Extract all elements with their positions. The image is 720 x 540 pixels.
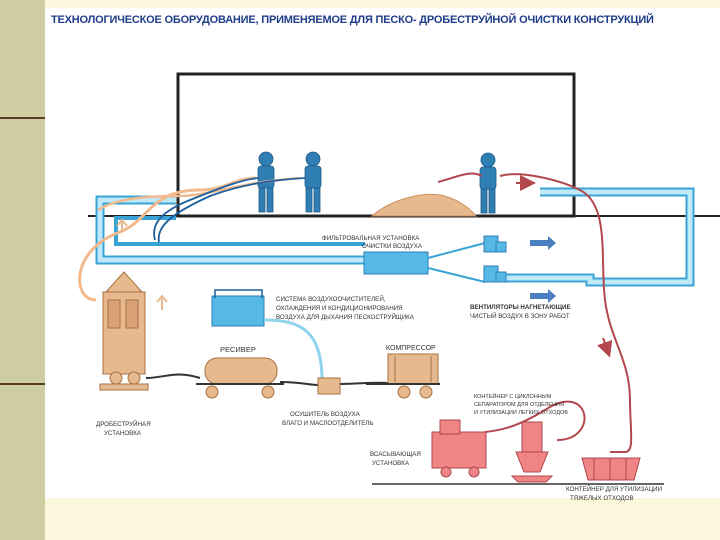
label-filter-1: ФИЛЬТРОВАЛЬНАЯ УСТАНОВКА <box>322 235 420 242</box>
waste-flow-arrow-down <box>597 337 613 358</box>
blast-unit <box>99 271 149 391</box>
slide-left-bar <box>0 0 45 540</box>
work-chamber <box>176 72 576 218</box>
page-title: ТЕХНОЛОГИЧЕСКОЕ ОБОРУДОВАНИЕ, ПРИМЕНЯЕМО… <box>51 14 654 26</box>
label-dryer-2: ВЛАГО И МАСЛООТДЕЛИТЕЛЬ <box>282 420 373 427</box>
label-cyclone-1: КОНТЕЙНЕР С ЦИКЛОННЫМ <box>474 392 552 400</box>
air-dryer <box>317 377 341 395</box>
compressor <box>366 353 440 399</box>
diagram-labels: ФИЛЬТРОВАЛЬНАЯ УСТАНОВКА ОЧИСТКИ ВОЗДУХА… <box>96 235 662 502</box>
ventilation-duct-loop <box>95 187 695 287</box>
label-air-system-1: СИСТЕМА ВОЗДУХООЧИСТИТЕЛЕЙ, <box>276 295 386 303</box>
label-receiver: РЕСИВЕР <box>220 345 256 354</box>
label-fans-2: ЧИСТЫЙ ВОЗДУХ В ЗОНУ РАБОТ <box>470 312 570 320</box>
label-suction-1: ВСАСЫВАЮЩАЯ <box>370 451 421 458</box>
label-blast-2: УСТАНОВКА <box>104 430 142 437</box>
label-air-system-2: ОХЛАЖДЕНИЯ И КОНДИЦИОНИРОВАНИЯ <box>276 305 403 312</box>
heavy-waste-container <box>581 457 641 481</box>
compressed-air-arrows <box>116 218 168 310</box>
label-cyclone-3: И УТИЛИЗАЦИИ ЛЕГКИХ ОТХОДОВ <box>474 410 568 416</box>
label-air-system-3: ВОЗДУХА ДЛЯ ДЫХАНИЯ ПЕСКОСТРУЙЩИКА <box>276 313 415 321</box>
label-heavy-2: ТЯЖЕЛЫХ ОТХОДОВ <box>570 495 634 502</box>
suction-unit <box>431 419 487 478</box>
label-fans-1: ВЕНТИЛЯТОРЫ НАГНЕТАЮЩИЕ <box>470 304 571 311</box>
air-conditioning-box <box>211 295 265 327</box>
label-blast-1: ДРОБЕСТРУЙНАЯ <box>96 420 151 428</box>
label-cyclone-2: СЕПАРАТОРОМ ДЛЯ ОТДЕЛЕНИЯ <box>474 402 564 408</box>
cyclone-separator <box>510 421 554 483</box>
receiver-tank <box>196 357 284 399</box>
label-dryer-1: ОСУШИТЕЛЬ ВОЗДУХА <box>290 411 361 418</box>
airflow-arrows <box>530 236 556 303</box>
slide-rule-bottom <box>0 383 45 385</box>
label-heavy-1: КОНТЕЙНЕР ДЛЯ УТИЛИЗАЦИИ <box>566 485 662 493</box>
label-suction-2: УСТАНОВКА <box>372 460 410 467</box>
slide-rule-top <box>0 117 45 119</box>
filter-unit <box>363 251 429 275</box>
label-filter-2: ОЧИСТКИ ВОЗДУХА <box>362 243 423 250</box>
label-compressor: КОМПРЕССОР <box>386 345 436 352</box>
abrasive-pile <box>370 193 478 217</box>
supply-fans <box>483 235 507 283</box>
hoses <box>78 172 633 453</box>
